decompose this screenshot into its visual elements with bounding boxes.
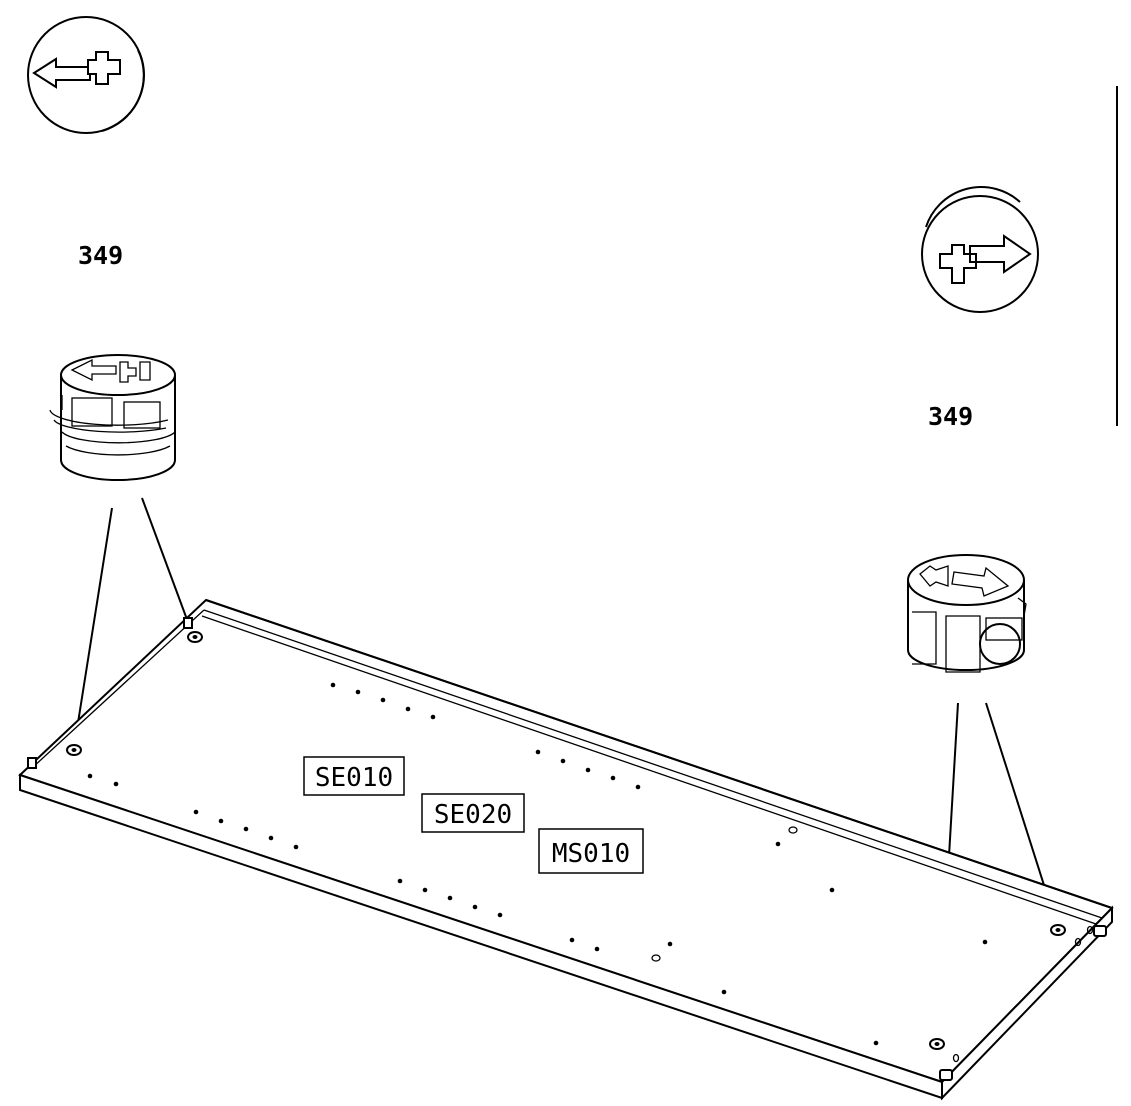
label-ms010: MS010 — [538, 828, 644, 874]
code-ms010: MS010 — [552, 839, 630, 869]
shelf-pin-holes — [87, 682, 988, 1046]
code-se020: SE020 — [434, 800, 512, 830]
cam-lock-fitting-right — [907, 554, 1027, 673]
code-se010: SE010 — [315, 763, 393, 793]
rotate-left-icon — [27, 16, 145, 134]
part-number-right: 349 — [928, 402, 973, 431]
rotate-right-icon — [921, 186, 1039, 313]
cam-lock-fitting-left — [49, 354, 176, 481]
label-se020: SE020 — [421, 793, 525, 833]
label-se010: SE010 — [303, 756, 405, 796]
part-number-left: 349 — [78, 241, 123, 270]
